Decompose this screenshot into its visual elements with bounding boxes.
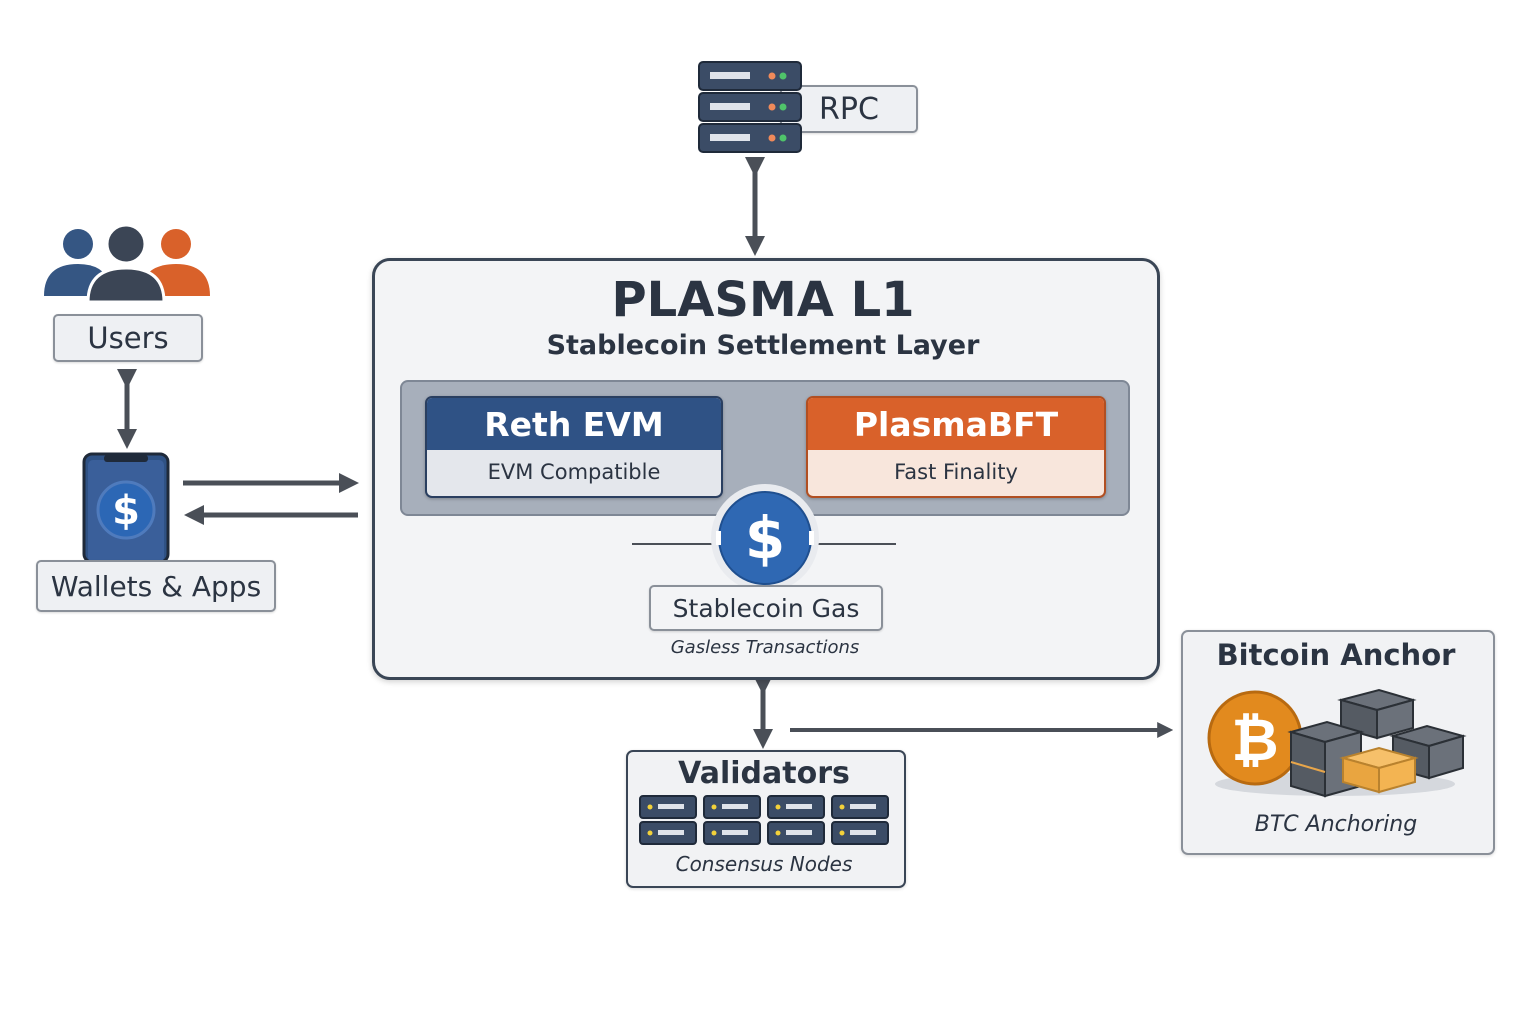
users-label[interactable]: Users <box>53 314 203 362</box>
server-stack-icon <box>698 61 802 153</box>
validators-title: Validators <box>678 756 850 791</box>
stablecoin-caption: Gasless Transactions <box>670 637 860 658</box>
plasma-subtitle: Stablecoin Settlement Layer <box>546 330 980 361</box>
module-reth-evm-subtitle: EVM Compatible <box>487 460 661 484</box>
stablecoin-icon: $ <box>632 484 896 592</box>
wallets-label-text: Wallets & Apps <box>50 569 262 603</box>
bitcoin-blocks-icon: ₿ <box>1207 688 1467 798</box>
module-reth-evm-title: Reth EVM <box>427 398 721 450</box>
svg-text:$: $ <box>745 504 785 572</box>
module-reth-evm[interactable]: Reth EVM EVM Compatible <box>425 396 723 498</box>
bitcoin-anchor-title: Bitcoin Anchor <box>1216 638 1456 672</box>
validator-nodes-icon <box>639 795 889 845</box>
svg-text:$: $ <box>112 488 140 534</box>
rpc-label-text: RPC <box>819 91 879 127</box>
plasma-title: PLASMA L1 <box>611 272 915 328</box>
users-label-text: Users <box>87 321 169 355</box>
validators-caption: Consensus Nodes <box>675 852 853 876</box>
stablecoin-gas-text: Stablecoin Gas <box>672 593 860 623</box>
bitcoin-anchor-caption: BTC Anchoring <box>1254 812 1418 837</box>
phone-dollar-icon: $ <box>82 452 170 564</box>
module-plasmabft-subtitle: Fast Finality <box>894 460 1018 484</box>
users-group-icon <box>44 223 210 304</box>
bitcoin-symbol: ₿ <box>1231 706 1278 774</box>
wallets-label[interactable]: Wallets & Apps <box>36 560 276 612</box>
module-plasmabft-title: PlasmaBFT <box>808 398 1104 450</box>
stablecoin-gas-label[interactable]: Stablecoin Gas <box>649 585 883 631</box>
module-plasmabft[interactable]: PlasmaBFT Fast Finality <box>806 396 1106 498</box>
